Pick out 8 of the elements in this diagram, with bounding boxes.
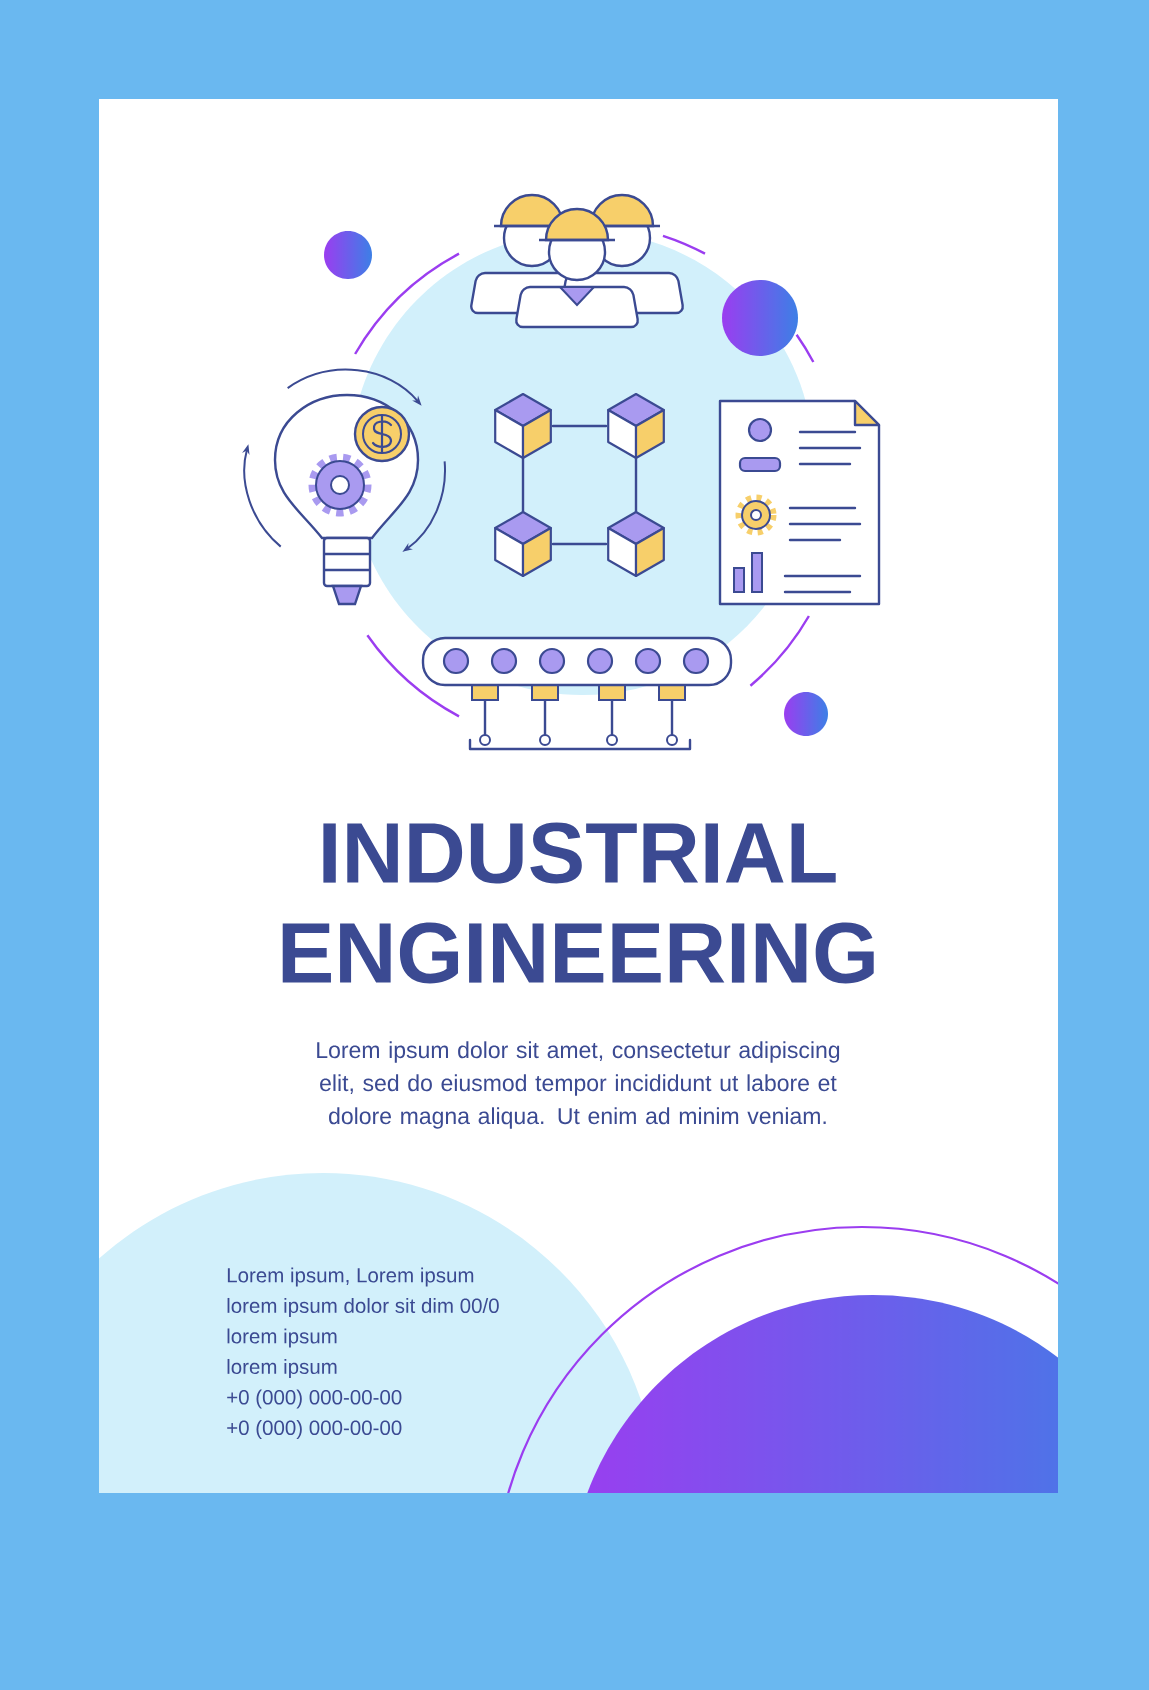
body-paragraph: Lorem ipsum dolor sit amet, consectetur adipiscing elit, sed do eiusmod tempor incididunt ut labore et dolore magna aliqua. Ut enim ad minim veniam. <box>317 1041 840 1129</box>
contact-line: lorem ipsum <box>227 1358 337 1379</box>
contact-line: +0 (000) 000-00-00 <box>227 1419 402 1440</box>
contact-line: lorem ipsum dolor sit dim 00/0 <box>227 1297 499 1318</box>
contact-line: lorem ipsum <box>227 1328 337 1348</box>
contact-line: Lorem ipsum, Lorem ipsum <box>227 1267 474 1287</box>
contact-line: +0 (000) 000-00-00 <box>227 1389 402 1409</box>
poster-title: INDUSTRIAL ENGINEERING <box>282 822 874 984</box>
